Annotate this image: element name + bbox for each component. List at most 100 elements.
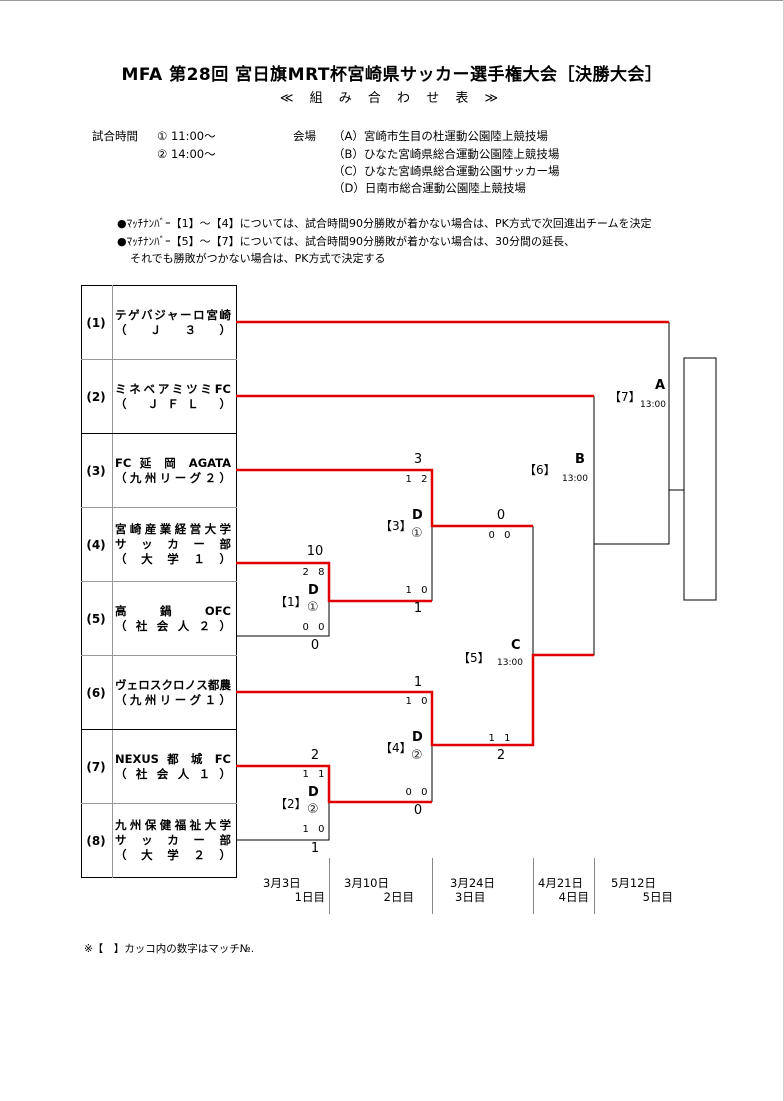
match-time-slot-1: ① 11:00～ <box>157 129 216 143</box>
team-name-line: サッカー部 <box>115 537 231 551</box>
match5-venue: C <box>511 638 521 653</box>
match1-bottom-score: 0 <box>310 638 320 653</box>
match2-venue: D <box>308 785 319 800</box>
match3-venue: D <box>412 508 423 523</box>
match-time-slot-2: ② 14:00～ <box>157 147 216 161</box>
footnote: ※【 】カッコ内の数字はマッチ№. <box>84 943 255 955</box>
page-subtitle: ≪ 組 み 合 わ せ 表 ≫ <box>279 91 505 106</box>
team-name-line: FC 延 岡 AGATA <box>115 456 231 470</box>
match3-number: 【3】 <box>380 519 412 533</box>
table-row-divider <box>81 729 237 730</box>
match6-venue: B <box>575 452 585 467</box>
team-number: (8) <box>86 833 106 848</box>
bracket-line <box>594 322 670 545</box>
team-row: (7) NEXUS 都 城 FC （ 社 会 人 １ ） <box>81 730 236 803</box>
team-number: (4) <box>86 537 106 552</box>
winner-line <box>236 653 594 747</box>
round-date: 5月12日 5日目 <box>611 876 673 904</box>
table-row-divider <box>81 507 237 508</box>
match4-number: 【4】 <box>380 741 412 755</box>
table-border-bottom <box>81 877 237 878</box>
date-text: 5月12日 <box>611 876 656 890</box>
page-title: MFA 第28回 宮日旗MRT杯宮崎県サッカー選手権大会［決勝大会］ <box>121 65 663 85</box>
team-name: ヴェロスクロノス都農 （九州リーグ１） <box>115 678 231 708</box>
venue-label: 会場 <box>293 129 316 143</box>
match7-number: 【7】 <box>609 390 641 404</box>
venue-d: （D）日南市総合運動公園陸上競技場 <box>333 181 526 195</box>
team-name: 高 鍋 OFC （ 社 会 人 ２ ） <box>115 604 231 634</box>
match3-top-pk: 1 2 <box>405 474 431 485</box>
team-name-line: NEXUS 都 城 FC <box>115 752 231 766</box>
team-row: (5) 高 鍋 OFC （ 社 会 人 ２ ） <box>81 582 236 655</box>
day-text: 4日目 <box>558 890 589 904</box>
match5-bottom-score: 2 <box>496 748 506 763</box>
date-text: 3月10日 <box>344 876 389 890</box>
table-row-divider <box>81 359 237 360</box>
venue-a: （A）宮崎市生目の杜運動公園陸上競技場 <box>333 129 548 143</box>
match3-slot: ① <box>411 526 423 541</box>
table-row-divider <box>81 655 237 656</box>
team-row: (6) ヴェロスクロノス都農 （九州リーグ１） <box>81 656 236 729</box>
team-category: （ ＪＦＬ ） <box>115 397 231 411</box>
round-date: 3月10日 2日目 <box>344 876 424 904</box>
team-name: 九州保健福祉大学 サッカー部 （ 大 学 ２ ） <box>115 818 231 863</box>
round-date: 3月3日 1日目 <box>255 876 325 904</box>
team-name-line: ヴェロスクロノス都農 <box>115 678 231 692</box>
date-column-divider <box>432 858 433 914</box>
winner-line <box>236 561 432 603</box>
match6-number: 【6】 <box>524 463 556 477</box>
match5-top-pk: 0 0 <box>488 530 514 541</box>
match4-top-score: 1 <box>413 675 423 690</box>
team-category: （ 大 学 ２ ） <box>115 848 231 862</box>
match1-bottom-pk: 0 0 <box>302 622 328 633</box>
team-number: (1) <box>86 315 106 330</box>
match1-top-pk: 2 8 <box>302 567 328 578</box>
note-3: それでも勝敗がつかない場合は、PK方式で決定する <box>130 252 386 265</box>
team-name: NEXUS 都 城 FC （ 社 会 人 １ ） <box>115 752 231 782</box>
team-row: (1) テゲバジャーロ宮崎 （ Ｊ ３ ） <box>81 286 236 359</box>
table-row-divider <box>81 581 237 582</box>
match2-top-pk: 1 1 <box>302 769 328 780</box>
team-name: FC 延 岡 AGATA （九州リーグ２） <box>115 456 231 486</box>
team-row: (8) 九州保健福祉大学 サッカー部 （ 大 学 ２ ） <box>81 804 236 877</box>
winner-line <box>236 468 533 528</box>
venue-c: （C）ひなた宮崎県総合運動公園サッカー場 <box>333 164 560 178</box>
team-row: (3) FC 延 岡 AGATA （九州リーグ２） <box>81 434 236 507</box>
bracket-line <box>533 396 595 656</box>
match7-venue: A <box>655 378 666 393</box>
date-column-divider <box>533 858 534 914</box>
note-1: ●ﾏｯﾁﾅﾝﾊﾞｰ【1】～【4】については、試合時間90分勝敗が着かない場合は、… <box>117 217 652 230</box>
table-border-top <box>81 285 237 286</box>
match3-bottom-pk: 1 0 <box>405 585 431 596</box>
match1-number: 【1】 <box>275 595 307 609</box>
match4-slot: ② <box>411 748 423 763</box>
match6-time: 13:00 <box>562 474 588 484</box>
round-date: 4月21日 4日目 <box>538 876 593 904</box>
match7-time: 13:00 <box>640 400 666 410</box>
date-text: 4月21日 <box>538 876 583 890</box>
team-category: （ 社 会 人 ２ ） <box>115 619 231 633</box>
team-name: ミネベアミツミFC （ ＪＦＬ ） <box>115 382 231 412</box>
team-number: (7) <box>86 759 106 774</box>
day-text: 3日目 <box>455 890 486 904</box>
match-time-label: 試合時間 <box>92 129 138 143</box>
date-column-divider <box>594 858 595 914</box>
team-name-line: テゲバジャーロ宮崎 <box>115 308 231 322</box>
round-date: 3月24日 3日目 <box>450 876 520 904</box>
champion-box <box>683 357 717 601</box>
match1-slot: ① <box>307 600 319 615</box>
bracket-line <box>236 802 330 841</box>
team-name: テゲバジャーロ宮崎 （ Ｊ ３ ） <box>115 308 231 338</box>
match5-top-score: 0 <box>496 508 506 523</box>
match2-bottom-pk: 1 0 <box>302 824 328 835</box>
team-category: （九州リーグ２） <box>115 471 231 485</box>
team-row: (4) 宮崎産業経営大学 サッカー部 （ 大 学 １ ） <box>81 508 236 581</box>
day-text: 1日目 <box>294 890 325 904</box>
match4-venue: D <box>412 730 423 745</box>
team-name-line: 宮崎産業経営大学 <box>115 522 231 536</box>
match5-time: 13:00 <box>497 658 523 668</box>
team-name: 宮崎産業経営大学 サッカー部 （ 大 学 １ ） <box>115 522 231 567</box>
match5-number: 【5】 <box>458 651 490 665</box>
top-border <box>0 0 784 1</box>
